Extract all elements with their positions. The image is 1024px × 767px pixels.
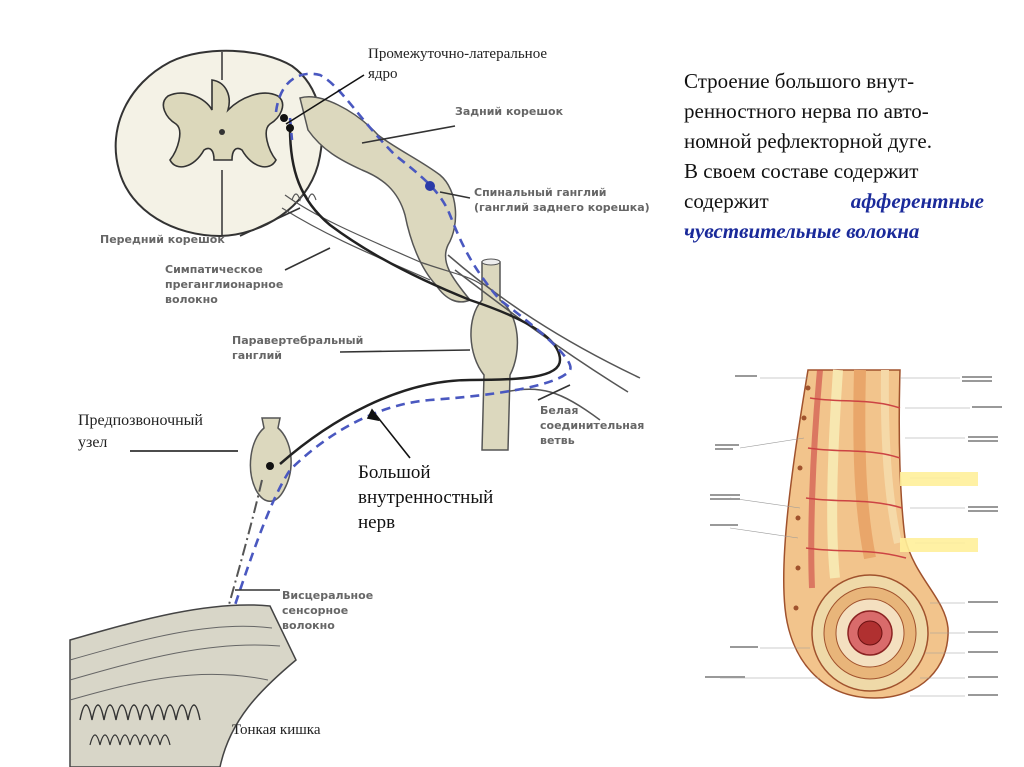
nucleus-cell (280, 114, 288, 122)
ganglion-cell-body (425, 181, 435, 191)
splanchnic-label-line2: внутренностный (358, 487, 494, 508)
white-ramus-label-line3: ветвь (540, 434, 575, 447)
prevertebral-label-line2: узел (78, 434, 108, 451)
description-block: Строение большого внут- ренностного нерв… (684, 66, 984, 246)
spinal-cord-cross-section (114, 49, 324, 238)
description-line5-plain: содержит (684, 189, 769, 213)
dorsal-root-label: Задний корешок (455, 105, 564, 118)
nucleus-cell (286, 124, 294, 132)
sympathetic-label-line2: преганглионарное (165, 278, 284, 291)
leader-lines (130, 74, 571, 591)
white-ramus-label: Белая соединительная ветвь (540, 403, 644, 448)
splanchnic-label-line1: Большой (358, 462, 431, 483)
description-line1: Строение большого внут- (684, 69, 915, 93)
paravertebral-label-line1: Паравертебральный (232, 334, 364, 347)
intermediolateral-label-line2: ядро (368, 66, 398, 82)
visceral-fiber-label: Висцеральное сенсорное волокно (282, 588, 373, 633)
paravertebral-label-line2: ганглий (232, 349, 282, 362)
splanchnic-nerve-label: Большой внутренностный нерв (358, 460, 493, 535)
visceral-label-line3: волокно (282, 619, 335, 632)
intermediolateral-label-line1: Промежуточно-латеральное (368, 46, 548, 62)
visceral-label-line2: сенсорное (282, 604, 349, 617)
white-ramus-label-line2: соединительная (540, 419, 645, 432)
prevertebral-label-line1: Предпозвоночный (78, 412, 203, 429)
afferent-emphasis: афферентные (850, 189, 984, 213)
spinal-ganglion-label: Спинальный ганглий (ганглий заднего коре… (474, 185, 650, 215)
sympathetic-label-line3: волокно (165, 293, 218, 306)
small-intestine-label: Тонкая кишка (232, 722, 321, 738)
ventral-root-label: Передний корешок (100, 233, 225, 246)
spinal-ganglion-label-line2: (ганглий заднего корешка) (474, 201, 650, 214)
description-line5: содержит афферентные (684, 186, 984, 216)
reflex-arc-diagram (69, 49, 641, 767)
prevertebral-label: Предпозвоночный узел (78, 410, 203, 454)
preganglionic-fiber (279, 127, 562, 465)
sensory-fibers-emphasis: чувствительные волокна (684, 219, 920, 243)
paravertebral-label: Паравертебральный ганглий (232, 333, 363, 363)
description-line3: номной рефлекторной дуге. (684, 129, 932, 153)
intermediolateral-label: Промежуточно-латеральное ядро (368, 44, 547, 84)
description-line4: В своем составе содержит (684, 159, 919, 183)
sympathetic-label-line1: Симпатическое (165, 263, 263, 276)
intestine-tube-drawing (705, 369, 1002, 699)
sympathetic-fiber-label: Симпатическое преганглионарное волокно (165, 262, 283, 307)
spinal-ganglion-label-line1: Спинальный ганглий (474, 186, 607, 199)
visceral-label-line1: Висцеральное (282, 589, 374, 602)
white-ramus-label-line1: Белая (540, 404, 579, 417)
prevertebral-ganglion (249, 417, 292, 502)
splanchnic-label-line3: нерв (358, 512, 396, 533)
description-line2: ренностного нерва по авто- (684, 99, 929, 123)
intestine-wall-drawing (69, 604, 297, 767)
